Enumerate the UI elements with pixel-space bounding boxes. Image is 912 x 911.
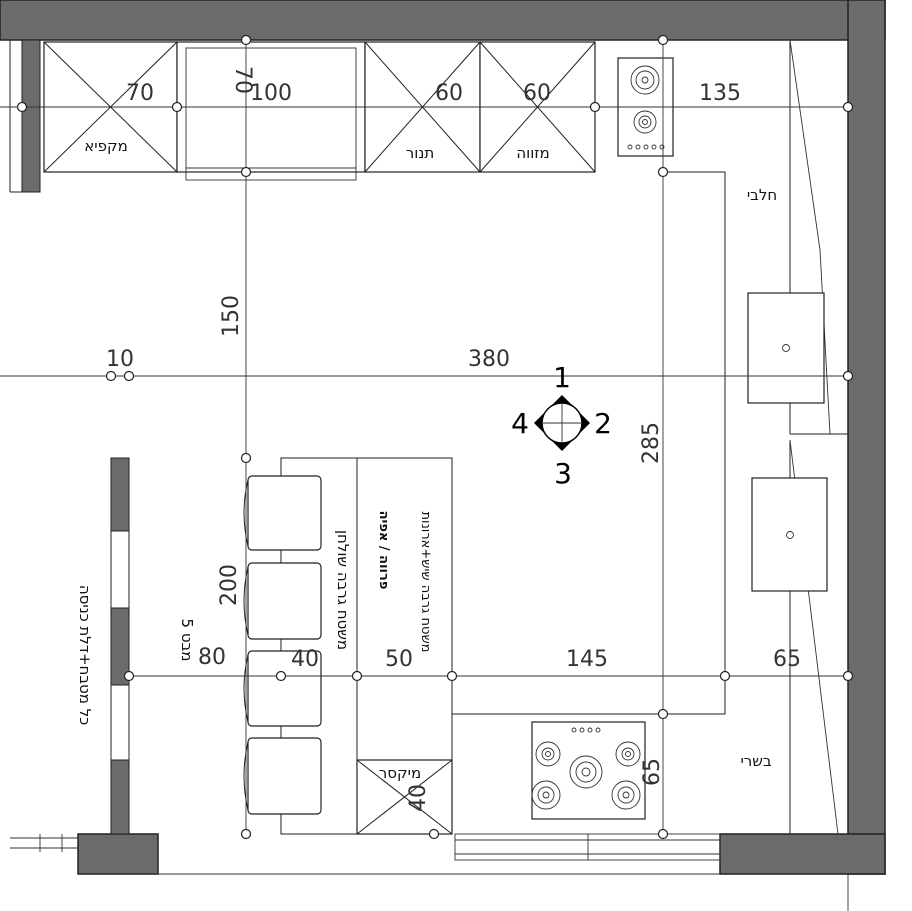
stool xyxy=(243,562,322,640)
label-counter-table: משטח גרבה שולחן xyxy=(334,530,352,650)
partition-segment-1 xyxy=(110,457,130,532)
dim-200: 200 xyxy=(217,564,242,606)
top-wall xyxy=(0,0,886,41)
burner-icon xyxy=(569,755,603,789)
top-cabinets xyxy=(43,41,674,181)
label-oven: תנור xyxy=(406,144,434,162)
dim-145: 145 xyxy=(566,647,608,672)
label-meat: בשרי xyxy=(740,752,771,770)
meat-sink xyxy=(751,477,828,592)
bottom-window xyxy=(454,833,721,861)
drain-icon xyxy=(786,531,794,539)
dim-150: 150 xyxy=(219,295,244,337)
label-dairy: חלבי xyxy=(747,186,777,204)
label-pastry: פרווה / אפיה xyxy=(376,511,391,590)
dim-65-stove: 65 xyxy=(640,758,665,786)
dim-80: 80 xyxy=(198,645,226,670)
dim-60-pantry: 60 xyxy=(523,81,551,106)
view-marker-2: 2 xyxy=(594,407,612,440)
dim-70-fridge: 70 xyxy=(230,66,255,94)
dim-40-mixer: 40 xyxy=(406,784,431,812)
dim-60-oven: 60 xyxy=(435,81,463,106)
label-pantry: מזווה xyxy=(516,144,549,162)
label-steps: מבט 5 xyxy=(178,619,196,662)
label-freezer: מקפיא xyxy=(84,137,128,155)
room-labels: מקפיא תנור מזווה חלבי בשרי פרווה / אפיה … xyxy=(76,137,777,782)
dim-135: 135 xyxy=(699,81,741,106)
stool xyxy=(243,475,322,551)
drain-icon xyxy=(782,344,790,352)
view-marker-3: 3 xyxy=(554,457,572,490)
burner-icon xyxy=(535,741,561,767)
dimension-labels: 70 70 100 60 60 135 150 10 380 285 200 8… xyxy=(106,66,801,812)
dim-380: 380 xyxy=(468,347,510,372)
dimension-grid xyxy=(0,34,854,840)
burner-icon xyxy=(633,110,657,134)
dim-65-right: 65 xyxy=(773,647,801,672)
left-wall-stub xyxy=(21,39,41,193)
bottom-wall-left xyxy=(77,833,159,875)
partition-segment-3 xyxy=(110,759,130,835)
view-marker-4: 4 xyxy=(511,407,529,440)
burner-icon xyxy=(531,780,561,810)
dim-40: 40 xyxy=(291,647,319,672)
label-mixer: מיקסר xyxy=(379,764,421,782)
partition-segment-2 xyxy=(110,607,130,686)
right-wall xyxy=(847,0,886,875)
stool xyxy=(243,650,322,727)
right-counter xyxy=(747,39,848,835)
dim-100: 100 xyxy=(250,81,292,106)
dim-50: 50 xyxy=(385,647,413,672)
bottom-wall-right xyxy=(719,833,886,875)
stove-bottom xyxy=(531,721,646,820)
dimension-node xyxy=(16,34,854,840)
dairy-sink xyxy=(747,292,825,404)
burner-icon xyxy=(611,780,641,810)
walls xyxy=(0,0,886,911)
stool xyxy=(243,737,322,815)
label-entrance-note: כל מטבח+דלת כניסה xyxy=(76,585,94,725)
burner-icon xyxy=(615,741,641,767)
stools xyxy=(243,475,322,815)
burner-icon xyxy=(630,65,660,95)
label-counter-sink: משטח גרבה שיש+ארונות xyxy=(418,511,433,652)
dim-285: 285 xyxy=(639,422,664,464)
counters xyxy=(280,171,726,835)
view-marker: 1 2 3 4 xyxy=(511,361,612,490)
view-marker-1: 1 xyxy=(553,361,571,394)
dim-10: 10 xyxy=(106,347,134,372)
l-shaped-counter xyxy=(451,171,726,715)
dim-70-freezer: 70 xyxy=(126,81,154,106)
